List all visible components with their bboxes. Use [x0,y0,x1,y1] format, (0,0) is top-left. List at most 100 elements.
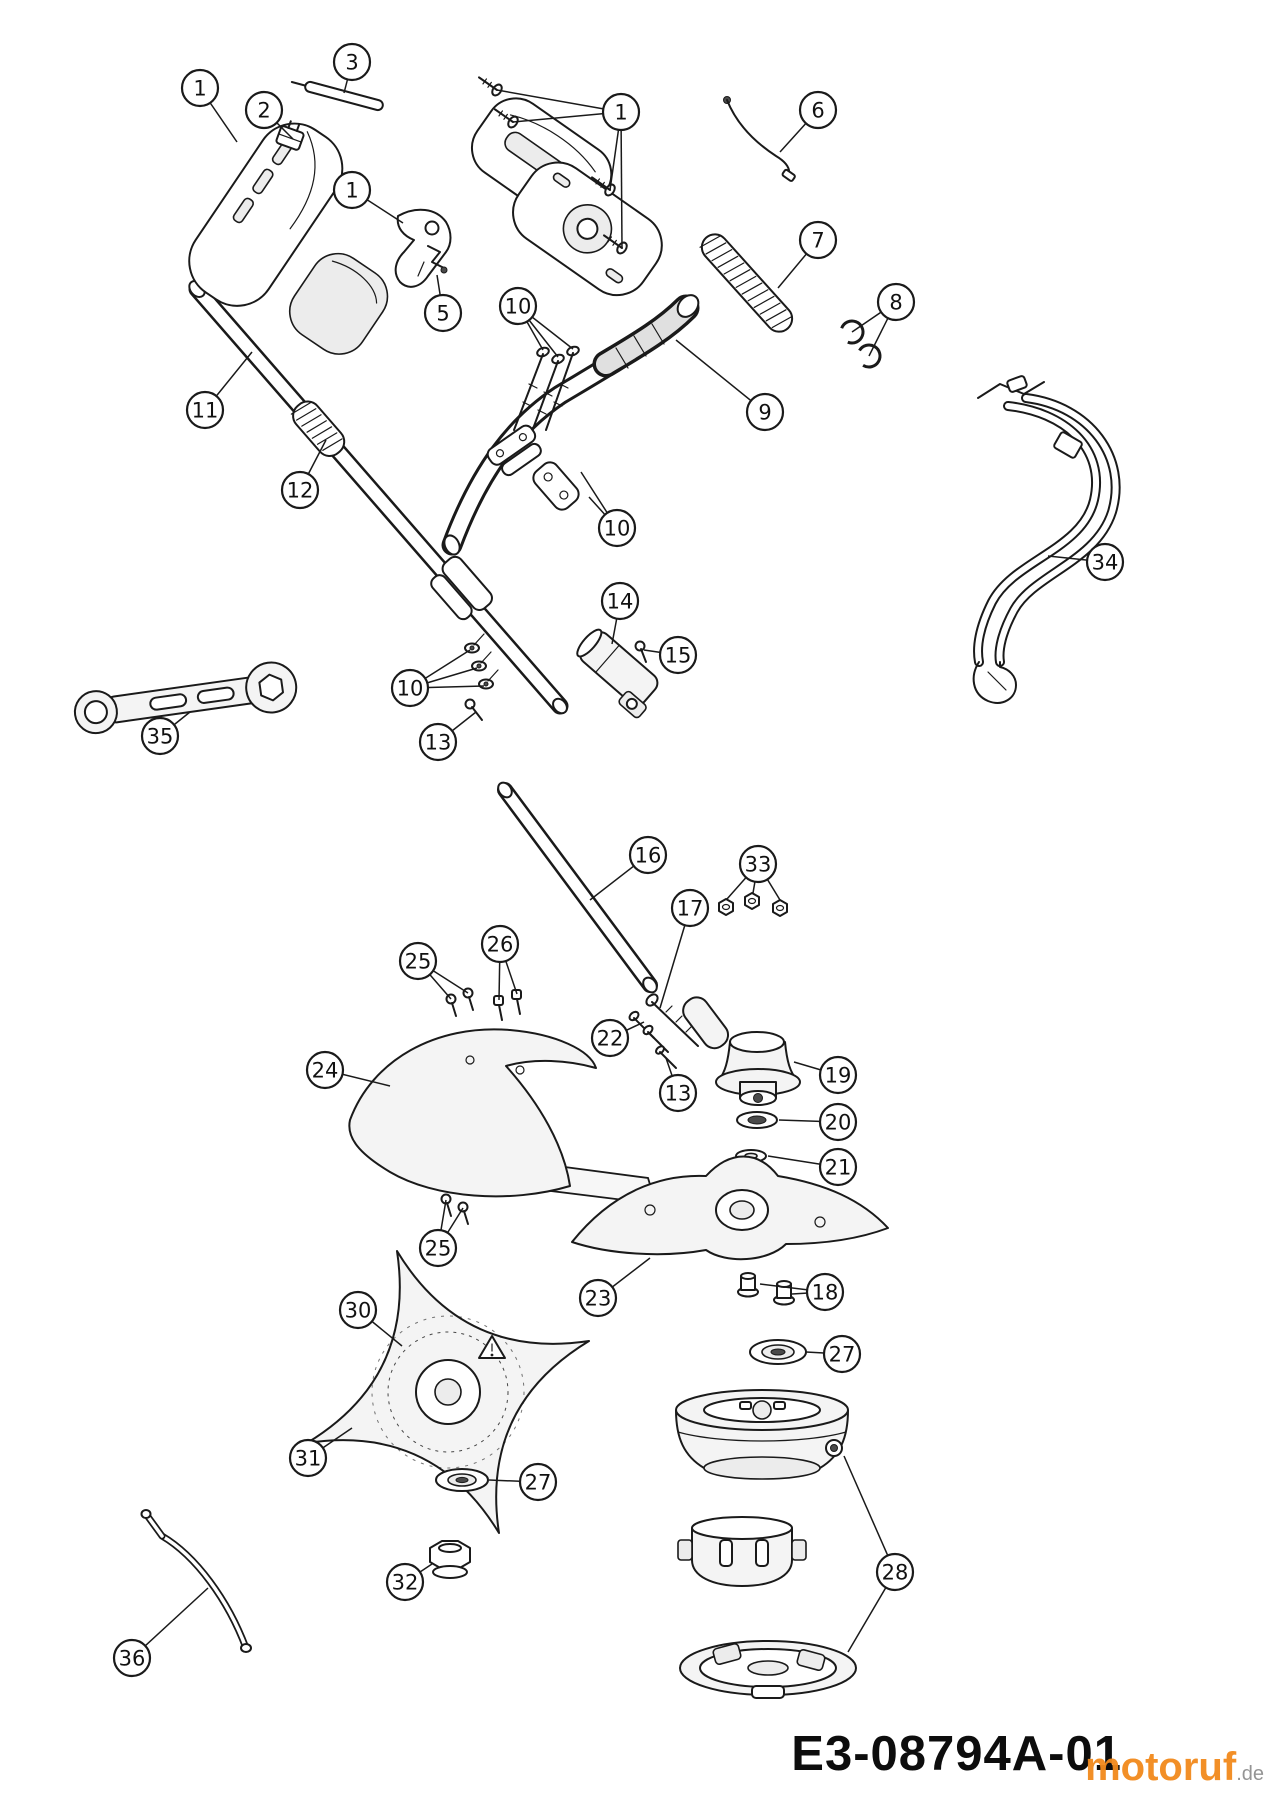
callout-32: 32 [385,1562,433,1602]
throttle-trigger [394,208,452,288]
svg-text:33: 33 [745,853,772,877]
shaft-clamp [430,555,493,621]
callout-9: 9 [675,339,785,432]
handle-cover [288,252,389,355]
callout-25: 25 [398,941,469,1000]
callout-15: 15 [643,635,698,675]
clamp-bolts-washers [464,633,499,721]
cup-washer-right [749,1339,807,1365]
document-code: E3-08794A-01 [791,1727,1122,1781]
callout-5: 5 [423,274,463,333]
callout-8: 8 [851,282,916,357]
svg-text:10: 10 [397,677,424,701]
svg-text:8: 8 [889,291,902,315]
callout-25: 25 [418,1199,464,1268]
gear-head [682,996,801,1106]
bracket-bolts [737,1272,795,1306]
spool-cap [679,1640,857,1699]
loop-handlebar [441,294,700,556]
throttle-cable [723,96,796,182]
handle-housing-left [188,122,344,307]
svg-text:34: 34 [1092,551,1119,575]
svg-text:1: 1 [614,101,627,125]
svg-text:13: 13 [665,1082,692,1106]
svg-text:3: 3 [345,51,358,75]
drive-shaft [188,279,569,715]
svg-text:1: 1 [193,77,206,101]
guard-screws [440,987,522,1225]
callout-12: 12 [280,439,327,510]
callout-13: 13 [658,1057,698,1113]
cable-end-clip [427,245,448,274]
callout-20: 20 [778,1102,858,1142]
svg-text:35: 35 [147,725,174,749]
callout-35: 35 [140,711,191,756]
callout-23: 23 [578,1257,651,1318]
callout-22: 22 [590,1018,645,1058]
callout-27: 27 [488,1462,558,1502]
shaft-spring [290,400,346,457]
callout-1: 1 [332,170,404,224]
callout-33: 33 [726,844,781,901]
callout-1: 1 [180,68,238,143]
housing-screws [477,76,628,255]
svg-text:23: 23 [585,1287,612,1311]
callout-6: 6 [779,90,838,153]
svg-text:12: 12 [287,479,314,503]
svg-text:1: 1 [345,179,358,203]
gearhead-nuts [718,892,788,917]
spool [677,1516,807,1587]
callout-24: 24 [305,1050,391,1090]
callout-16: 16 [589,835,668,901]
callout-19: 19 [793,1055,858,1095]
svg-text:24: 24 [312,1059,339,1083]
svg-text:26: 26 [487,933,514,957]
callout-30: 30 [338,1290,403,1347]
svg-text:27: 27 [829,1343,856,1367]
watermark-tld: .de [1236,1763,1264,1785]
coil-spring [699,233,794,333]
shoulder-harness [972,375,1121,704]
guard-bracket [571,1155,889,1261]
svg-text:25: 25 [405,950,432,974]
switch-part [275,120,305,151]
handlebar-clamp-mid [532,461,580,511]
shaft-coupler [576,628,659,719]
throttle-rod [290,80,384,112]
watermark: motoruf.de [1085,1745,1264,1790]
svg-text:16: 16 [635,844,662,868]
svg-text:10: 10 [604,517,631,541]
svg-text:22: 22 [597,1027,624,1051]
svg-text:28: 28 [882,1561,909,1585]
svg-text:11: 11 [192,399,219,423]
callout-21: 21 [767,1147,858,1187]
mount-screws [628,1010,677,1069]
star-blade [306,1250,590,1534]
svg-text:19: 19 [825,1064,852,1088]
svg-text:31: 31 [295,1447,322,1471]
wrench-tool [73,661,298,735]
cup-washer-left [435,1468,489,1492]
svg-text:25: 25 [425,1237,452,1261]
svg-text:5: 5 [436,302,449,326]
blade-washer-upper [736,1111,778,1129]
svg-text:9: 9 [758,401,771,425]
svg-text:27: 27 [525,1471,552,1495]
callout-31: 31 [288,1427,353,1478]
lower-shaft-tube [497,781,658,994]
callout-10: 10 [498,286,574,358]
callout-27: 27 [805,1334,862,1374]
handlebar-clamp-upper [486,424,542,477]
handlebar-grip [592,294,700,378]
watermark-main: motoruf [1085,1745,1237,1789]
callout-11: 11 [185,351,253,430]
gearhead-bolt [645,993,699,1047]
callout-10: 10 [390,649,485,708]
svg-text:20: 20 [825,1111,852,1135]
svg-text:10: 10 [505,295,532,319]
svg-text:32: 32 [392,1571,419,1595]
callout-26: 26 [480,924,520,1001]
svg-text:36: 36 [119,1647,146,1671]
